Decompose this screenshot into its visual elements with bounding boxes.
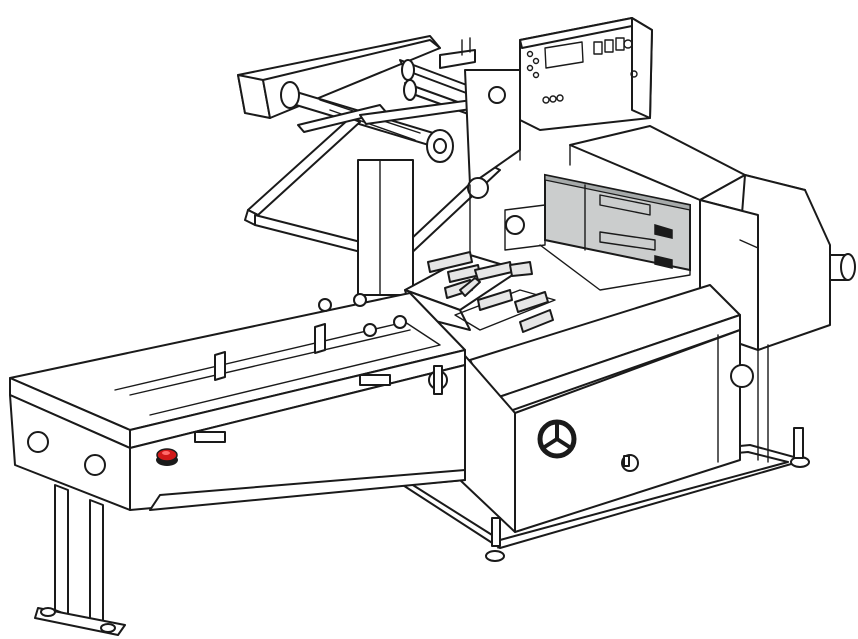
glass-guard [544, 173, 691, 272]
infeed-conveyor [9, 292, 466, 511]
sealing-housing [569, 125, 856, 463]
main-cabinet [459, 284, 754, 547]
upper-frame [439, 37, 521, 261]
handwheel-icon [537, 419, 577, 459]
infeed-chain [404, 251, 556, 333]
stand-legs [34, 427, 810, 636]
emergency-stop-icon [156, 448, 178, 466]
support-column [357, 159, 414, 296]
control-panel [519, 17, 653, 161]
cutter-outline [504, 204, 691, 291]
